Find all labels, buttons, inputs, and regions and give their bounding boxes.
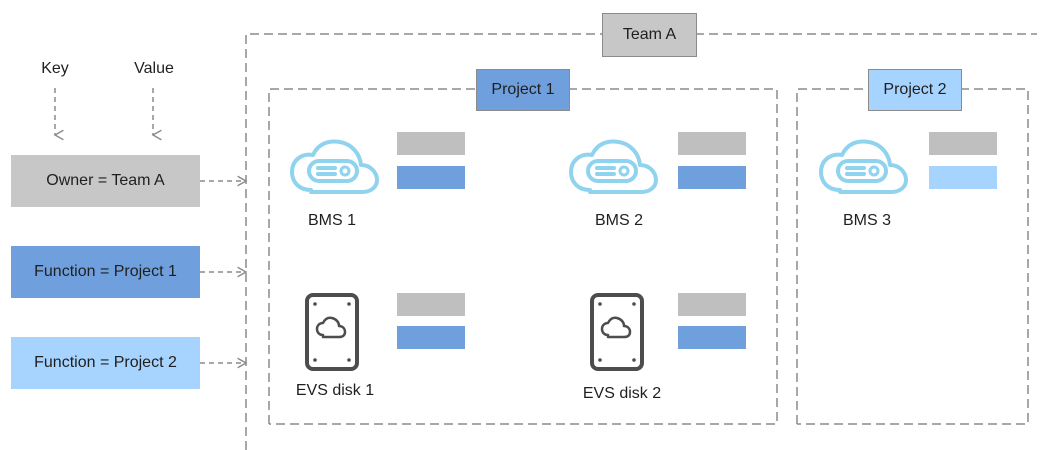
bms-1-owner-tag-bar: [397, 132, 465, 155]
bms-2-cloud-server-icon: [569, 139, 658, 194]
project-2-boundary: [796, 88, 1029, 425]
team-a-title: Team A: [602, 13, 697, 57]
owner-tag-text: Owner = Team A: [46, 172, 165, 189]
project-2-title: Project 2: [868, 69, 962, 111]
project-1-title-text: Project 1: [491, 81, 555, 98]
evs-disk-1-icon: [305, 293, 359, 371]
bms-2-function-tag-bar: [678, 166, 746, 189]
evs-disk-1-owner-tag-bar: [397, 293, 465, 316]
team-a-boundary: [245, 33, 1037, 450]
bms-3-cloud-server-icon: [819, 139, 908, 194]
value-label: Value: [134, 60, 174, 77]
project-2-tag-box: Function = Project 2: [11, 337, 200, 389]
bms-1-function-tag-bar: [397, 166, 465, 189]
evs-disk-2-function-tag-bar: [678, 326, 746, 349]
bms-2-owner-tag-bar: [678, 132, 746, 155]
project-1-tag-text: Function = Project 1: [34, 263, 177, 280]
evs-disk-2-label: EVS disk 2: [582, 385, 662, 402]
bms-1-label: BMS 1: [307, 212, 357, 229]
project-1-boundary: [268, 88, 778, 425]
key-label: Key: [41, 60, 69, 77]
evs-disk-1-label: EVS disk 1: [295, 382, 375, 399]
project-1-tag-box: Function = Project 1: [11, 246, 200, 298]
project-1-title: Project 1: [476, 69, 570, 111]
bms-3-label: BMS 3: [842, 212, 892, 229]
project-2-tag-text: Function = Project 2: [34, 354, 177, 371]
bms-3-owner-tag-bar: [929, 132, 997, 155]
project-2-title-text: Project 2: [883, 81, 947, 98]
bms-2-label: BMS 2: [594, 212, 644, 229]
evs-disk-2-icon: [590, 293, 644, 371]
evs-disk-1-function-tag-bar: [397, 326, 465, 349]
bms-3-function-tag-bar: [929, 166, 997, 189]
evs-disk-2-owner-tag-bar: [678, 293, 746, 316]
bms-1-cloud-server-icon: [290, 139, 379, 194]
owner-tag-box: Owner = Team A: [11, 155, 200, 207]
team-a-title-text: Team A: [622, 26, 677, 43]
